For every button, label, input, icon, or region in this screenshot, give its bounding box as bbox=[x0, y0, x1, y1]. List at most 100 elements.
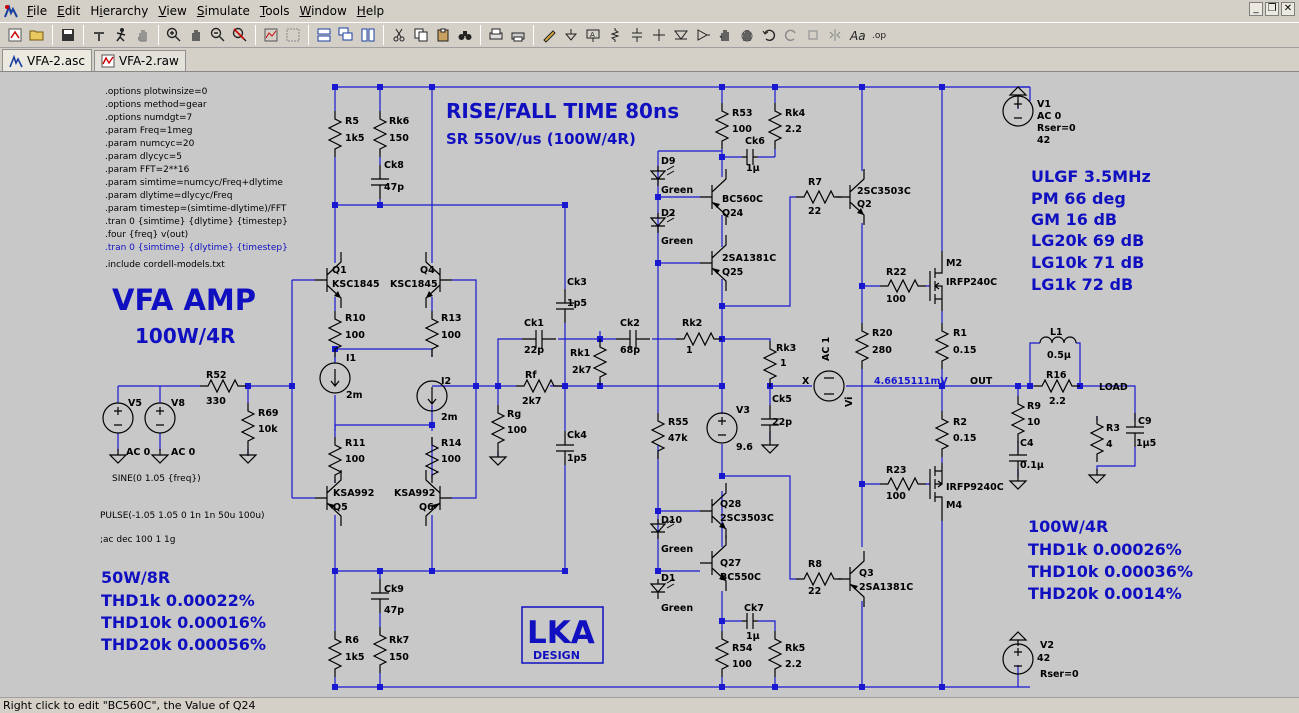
ac-source-AC1[interactable] bbox=[813, 370, 845, 402]
current-source-I2[interactable] bbox=[416, 380, 448, 412]
menu-window[interactable]: Window bbox=[299, 4, 347, 18]
menu-file[interactable]: File bbox=[27, 4, 48, 18]
restore-button[interactable]: ❐ bbox=[1265, 2, 1279, 16]
resistor-R10[interactable] bbox=[328, 310, 342, 358]
grid-icon[interactable] bbox=[282, 24, 304, 46]
move-hand-icon[interactable] bbox=[714, 24, 736, 46]
resistor-R2[interactable] bbox=[935, 410, 949, 458]
resistor-R6[interactable] bbox=[328, 630, 342, 678]
inductor-icon[interactable] bbox=[648, 24, 670, 46]
resistor-Rk2[interactable] bbox=[675, 332, 723, 346]
capacitor-Ck6[interactable] bbox=[742, 149, 758, 165]
resistor-Rf[interactable] bbox=[515, 379, 563, 393]
menu-view[interactable]: View bbox=[158, 4, 187, 18]
resistor-R16[interactable] bbox=[1033, 379, 1081, 393]
rotate-icon[interactable] bbox=[802, 24, 824, 46]
print-icon[interactable] bbox=[507, 24, 529, 46]
menu-help[interactable]: Help bbox=[356, 4, 385, 18]
resistor-R22[interactable] bbox=[879, 279, 927, 293]
mosfet-M2[interactable] bbox=[929, 251, 943, 311]
component-icon[interactable] bbox=[692, 24, 714, 46]
menu-edit[interactable]: Edit bbox=[57, 4, 81, 18]
resistor-R9[interactable] bbox=[1011, 395, 1025, 443]
svg-text:R23: R23 bbox=[886, 465, 907, 476]
capacitor-Ck7[interactable] bbox=[742, 613, 758, 629]
resistor-Rk4[interactable] bbox=[768, 102, 782, 150]
run-simulation-icon[interactable] bbox=[110, 24, 132, 46]
mirror-icon[interactable] bbox=[824, 24, 846, 46]
diode-icon[interactable] bbox=[670, 24, 692, 46]
tab-schematic[interactable]: VFA-2.asc bbox=[2, 49, 92, 71]
resistor-Rk3[interactable] bbox=[763, 340, 777, 388]
close-button[interactable]: ✕ bbox=[1281, 2, 1295, 16]
control-panel-hammer-icon[interactable] bbox=[88, 24, 110, 46]
mosfet-M4[interactable] bbox=[929, 463, 943, 521]
resistor-R55[interactable] bbox=[651, 412, 665, 460]
autorange-icon[interactable] bbox=[260, 24, 282, 46]
draw-wire-pencil-icon[interactable] bbox=[538, 24, 560, 46]
halt-simulation-hand-icon[interactable] bbox=[132, 24, 154, 46]
spice-directives[interactable]: .options plotwinsize=0 .options method=g… bbox=[105, 87, 288, 270]
resistor-R7[interactable] bbox=[795, 190, 843, 204]
undo-icon[interactable] bbox=[758, 24, 780, 46]
resistor-Rk6[interactable] bbox=[373, 110, 387, 158]
resistor-R52[interactable] bbox=[199, 379, 247, 393]
cut-scissors-icon[interactable] bbox=[388, 24, 410, 46]
transistor-Q3[interactable] bbox=[837, 550, 865, 608]
resistor-R53[interactable] bbox=[715, 102, 729, 150]
ground-icon[interactable] bbox=[560, 24, 582, 46]
svg-text:10k: 10k bbox=[258, 424, 278, 435]
menu-simulate[interactable]: Simulate bbox=[196, 4, 250, 18]
capacitor-icon[interactable] bbox=[626, 24, 648, 46]
new-schematic-icon[interactable] bbox=[4, 24, 26, 46]
resistor-Rk7[interactable] bbox=[373, 626, 387, 674]
print-preview-icon[interactable] bbox=[485, 24, 507, 46]
redo-icon[interactable] bbox=[780, 24, 802, 46]
menu-hierarchy[interactable]: Hierarchy bbox=[90, 4, 149, 18]
tile-horizontal-icon[interactable] bbox=[313, 24, 335, 46]
svg-text:Green: Green bbox=[661, 185, 693, 196]
voltage-source-V3[interactable] bbox=[706, 412, 738, 444]
tile-vertical-icon[interactable] bbox=[357, 24, 379, 46]
svg-text:Q2: Q2 bbox=[857, 199, 872, 210]
current-source-I1[interactable] bbox=[319, 362, 351, 394]
drag-hand-icon[interactable] bbox=[736, 24, 758, 46]
resistor-R20[interactable] bbox=[855, 322, 869, 370]
resistor-R11[interactable] bbox=[328, 436, 342, 484]
inductor-L1[interactable] bbox=[1039, 336, 1077, 344]
save-icon[interactable] bbox=[57, 24, 79, 46]
led-D9[interactable] bbox=[650, 165, 675, 187]
resistor-R54[interactable] bbox=[715, 630, 729, 678]
resistor-R23[interactable] bbox=[879, 477, 927, 491]
paste-icon[interactable] bbox=[432, 24, 454, 46]
resistor-Rk1[interactable] bbox=[593, 338, 607, 386]
resistor-Rk5[interactable] bbox=[768, 630, 782, 678]
minimize-button[interactable]: _ bbox=[1249, 2, 1263, 16]
components[interactable] bbox=[102, 86, 1145, 678]
pan-hand-icon[interactable] bbox=[185, 24, 207, 46]
ltspice-app-icon[interactable] bbox=[2, 2, 20, 20]
zoom-cancel-icon[interactable] bbox=[229, 24, 251, 46]
resistor-R8[interactable] bbox=[795, 572, 843, 586]
resistor-icon[interactable] bbox=[604, 24, 626, 46]
resistor-R1[interactable] bbox=[935, 322, 949, 370]
zoom-in-icon[interactable] bbox=[163, 24, 185, 46]
resistor-R13[interactable] bbox=[425, 310, 439, 358]
copy-icon[interactable] bbox=[410, 24, 432, 46]
open-folder-icon[interactable] bbox=[26, 24, 48, 46]
tab-waveform[interactable]: VFA-2.raw bbox=[93, 50, 186, 71]
resistor-Rg[interactable] bbox=[491, 404, 505, 452]
resistor-R3[interactable] bbox=[1090, 415, 1104, 463]
spice-directive-icon[interactable]: .op bbox=[868, 24, 890, 46]
find-binoculars-icon[interactable] bbox=[454, 24, 476, 46]
menu-tools[interactable]: Tools bbox=[259, 4, 290, 18]
zoom-out-icon[interactable] bbox=[207, 24, 229, 46]
transistor-Q2[interactable] bbox=[837, 168, 865, 226]
resistor-R5[interactable] bbox=[328, 110, 342, 158]
net-label-icon[interactable]: A bbox=[582, 24, 604, 46]
resistor-R69[interactable] bbox=[241, 402, 255, 450]
cascade-windows-icon[interactable] bbox=[335, 24, 357, 46]
text-icon[interactable]: Aa bbox=[846, 24, 868, 46]
